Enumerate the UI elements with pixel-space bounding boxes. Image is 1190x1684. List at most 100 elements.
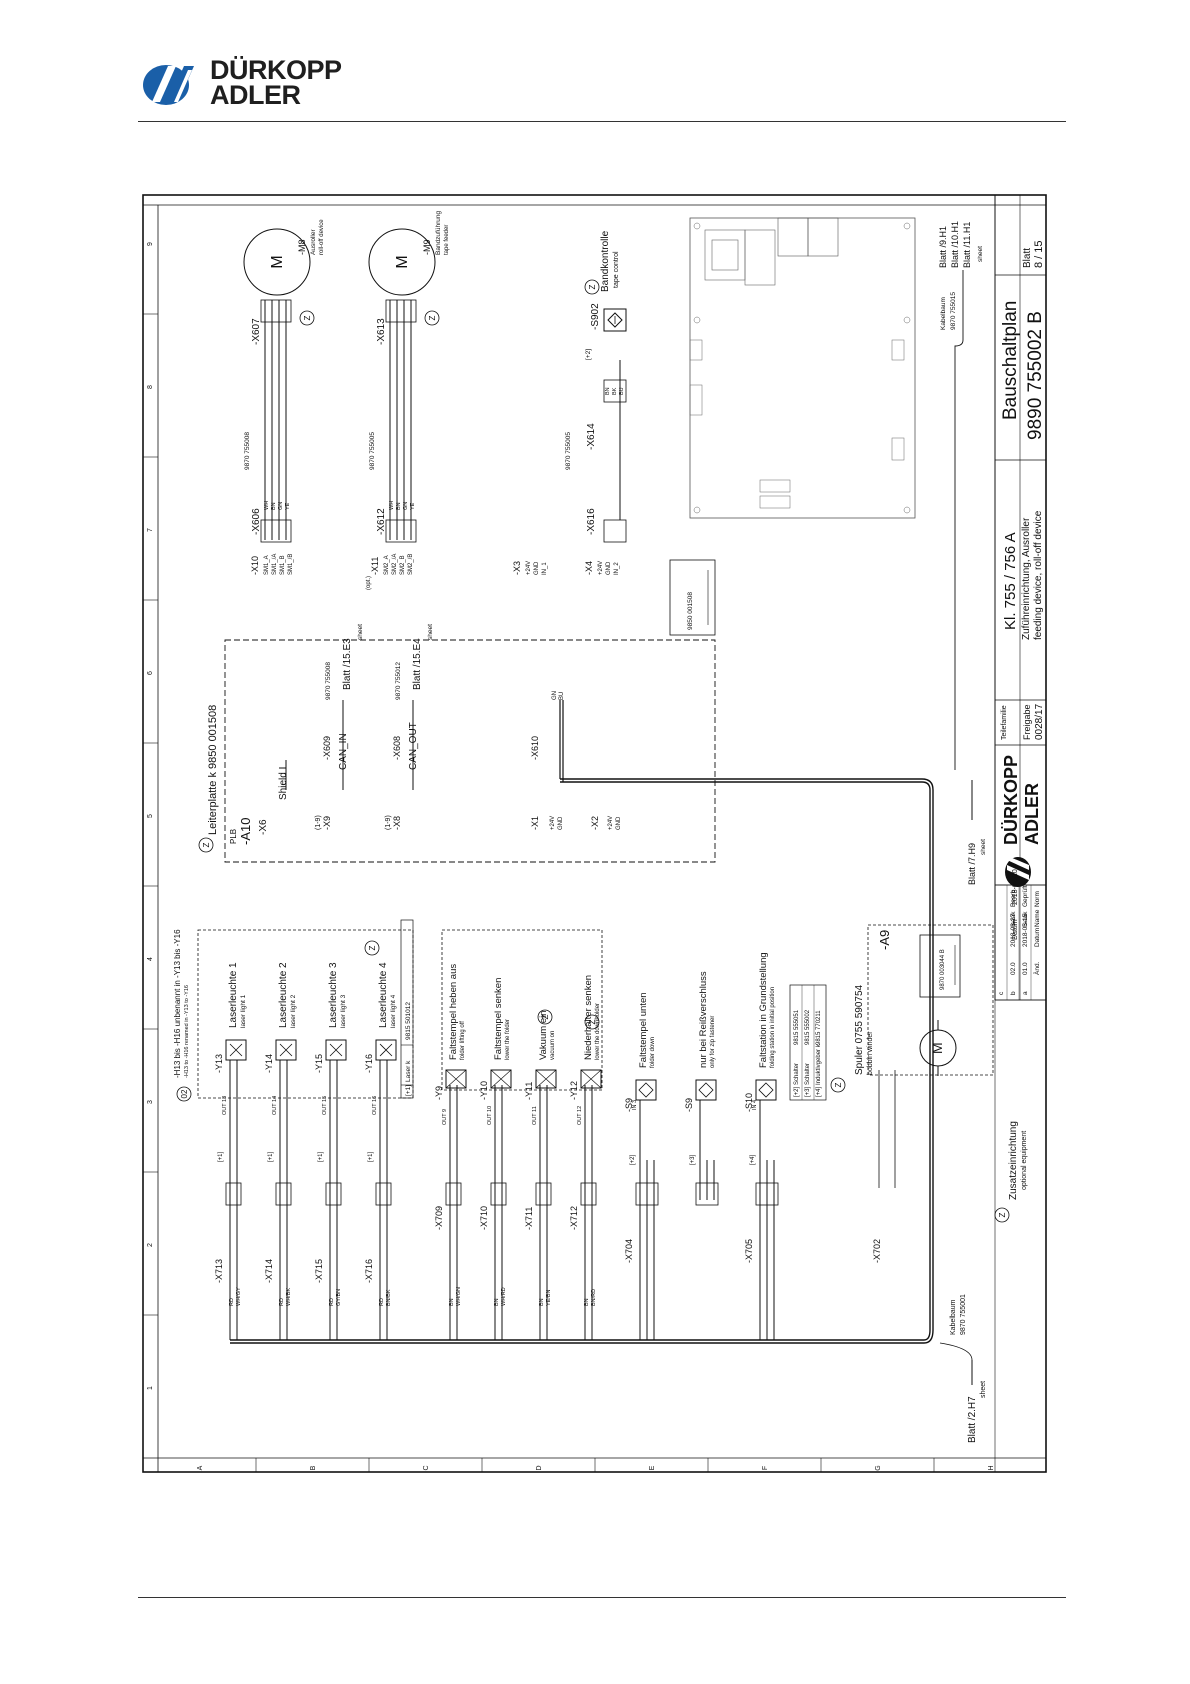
valve-symbol xyxy=(490,1069,512,1089)
drawing-number: 9890 755002 B xyxy=(1025,311,1046,440)
plug xyxy=(375,1182,392,1206)
device-label: -Y15 xyxy=(314,1054,324,1073)
rev-cell: Bearb. xyxy=(1010,888,1017,907)
wire-color: YE xyxy=(410,502,416,510)
svg-text:Z: Z xyxy=(428,315,437,320)
datum-label: Datum xyxy=(1012,919,1019,940)
signal-label: SM1_/B xyxy=(288,554,294,575)
device-label: -Y9 xyxy=(434,1086,444,1100)
rev-cell: Isaak xyxy=(1022,911,1029,927)
part-cell: 9815 770211 xyxy=(816,1010,822,1045)
sensor-icon xyxy=(698,1082,714,1098)
signal-label: SM2_/A xyxy=(392,554,398,575)
motor-z-mark: Z xyxy=(424,310,440,326)
valve-z-mark: Z xyxy=(584,1014,600,1030)
column-label-3: 3 xyxy=(147,1100,154,1104)
cable-number: 9870 755005 xyxy=(369,432,376,470)
device-name-en: tape feeder xyxy=(444,225,450,255)
svg-text:9870 755015: 9870 755015 xyxy=(950,292,957,330)
pcb-label-block: 9850 001508 xyxy=(687,592,694,630)
connector-label: -X709 xyxy=(434,1206,444,1230)
svg-text:GND: GND xyxy=(616,816,622,830)
signal-label: SM2_A xyxy=(384,555,390,575)
wire-color: WH/RD xyxy=(501,1287,507,1306)
svg-text:-X614: -X614 xyxy=(586,423,597,450)
winder-part: 9870 003044 B xyxy=(940,949,946,990)
device-name: Faltstempel heben aus xyxy=(448,964,459,1060)
pcb-type: PLB xyxy=(229,829,238,844)
connector-label: -X714 xyxy=(264,1259,274,1283)
wire-color: BN/BK xyxy=(386,1289,392,1306)
connector-label: -X713 xyxy=(214,1259,224,1283)
wire-color: BN xyxy=(605,387,611,395)
device-name-en: folder lifting off xyxy=(460,1021,466,1060)
freigabe-label: Freigabe xyxy=(1022,704,1032,740)
column-label-2: 2 xyxy=(147,1243,154,1247)
svg-text:Kabelbaum: Kabelbaum xyxy=(950,1299,957,1335)
brand-name-line1: DÜRKOPP xyxy=(210,55,342,85)
rev-cell: Norm xyxy=(1034,891,1041,907)
part-cell: [+2] xyxy=(794,1086,800,1097)
device-name: Laserleuchte 2 xyxy=(278,962,289,1028)
svg-text:Z: Z xyxy=(998,1212,1007,1217)
laser-z-mark: Z xyxy=(364,940,380,956)
sensor-symbol xyxy=(635,1079,657,1101)
plug xyxy=(535,1182,552,1206)
device-name-en: laser light 3 xyxy=(340,994,347,1028)
laser-group-tag: 02 xyxy=(176,1086,192,1102)
cable-number: 9870 755008 xyxy=(244,432,251,470)
rev-cell: a xyxy=(1022,991,1029,995)
blatt-label: Blatt xyxy=(1022,248,1033,268)
valve-icon xyxy=(535,1069,557,1089)
svg-text:Bandkontrolle: Bandkontrolle xyxy=(600,230,611,292)
svg-text:GN: GN xyxy=(552,691,558,700)
output-label: OUT 9 xyxy=(442,1109,448,1125)
svg-text:Shield: Shield xyxy=(278,772,289,800)
right-refs: Blatt /9.H1 Blatt /10.H1 Blatt /11.H1 sh… xyxy=(938,221,987,885)
svg-text:(1-9): (1-9) xyxy=(385,815,392,830)
svg-text:(1-9): (1-9) xyxy=(315,815,322,830)
input-label: IN 3 xyxy=(632,1100,638,1110)
device-name-en: vacuum on xyxy=(550,1031,556,1060)
wire-color: YE xyxy=(285,502,291,510)
output-label: OUT 16 xyxy=(372,1096,378,1115)
teilefamilie-label: Teilefamilie xyxy=(1001,705,1008,740)
device-label: -S9 xyxy=(684,1098,694,1112)
brand-logo xyxy=(143,65,194,105)
row-label-D: D xyxy=(536,1465,543,1470)
row-label-A: A xyxy=(197,1465,204,1470)
svg-text:Blatt /2.H7: Blatt /2.H7 xyxy=(967,1396,978,1443)
part-ref: [+1] xyxy=(318,1151,324,1162)
svg-text:Blatt /15.E4: Blatt /15.E4 xyxy=(412,638,423,690)
device-label: -Y12 xyxy=(569,1081,579,1100)
footer-divider xyxy=(138,1597,1066,1598)
plug xyxy=(260,299,292,323)
column-label-9: 9 xyxy=(147,242,154,246)
part-cell: Schalter xyxy=(805,1063,811,1085)
svg-text:Zusatzeinrichtung: Zusatzeinrichtung xyxy=(1008,1121,1019,1200)
part-cell: Induktivgeber k xyxy=(816,1043,822,1085)
svg-text:+24V: +24V xyxy=(608,816,614,830)
device-name: Niederhalter senken xyxy=(583,975,594,1060)
connector-label: -X606 xyxy=(251,508,262,535)
svg-text:-X610: -X610 xyxy=(530,736,540,760)
svg-text:sheet: sheet xyxy=(357,624,364,640)
device-label: -Y16 xyxy=(364,1054,374,1073)
right-bus xyxy=(559,700,934,820)
svg-text:-X8: -X8 xyxy=(392,816,402,830)
signal-label: GND xyxy=(606,561,612,575)
svg-text:BU: BU xyxy=(559,692,565,700)
svg-text:Laser k: Laser k xyxy=(405,1060,412,1082)
svg-text:Z: Z xyxy=(588,1019,597,1024)
wire-color: WH xyxy=(389,501,395,510)
input-label: IN 4 xyxy=(752,1100,758,1110)
plug xyxy=(695,1182,719,1206)
laser-symbol xyxy=(225,1039,247,1061)
device-label: -M9 xyxy=(422,240,432,256)
